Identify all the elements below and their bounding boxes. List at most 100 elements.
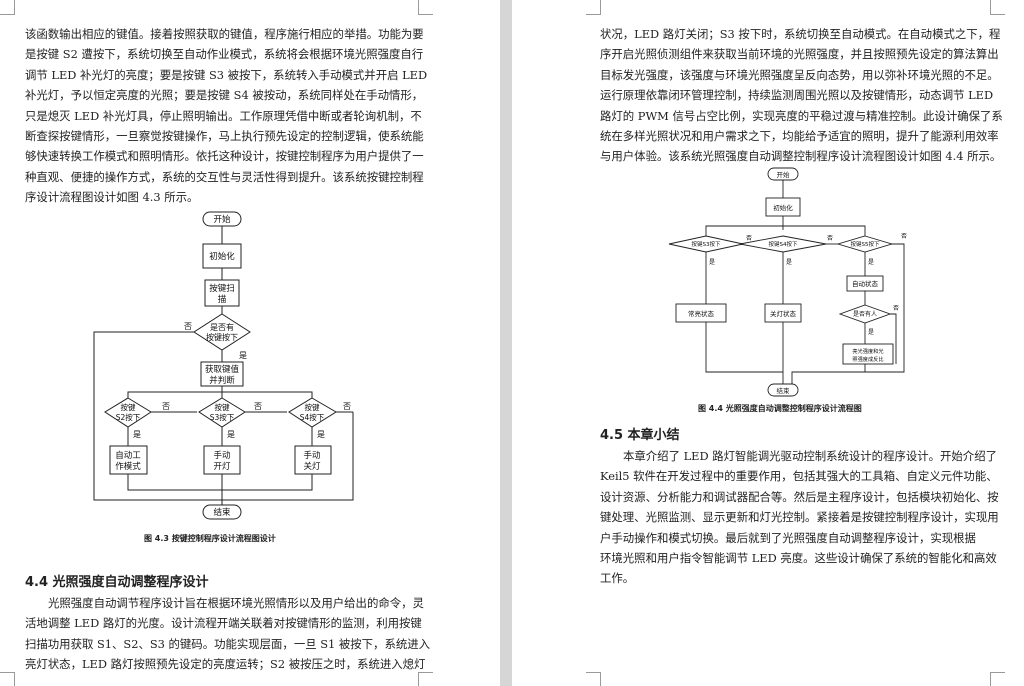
crop-mark [0, 0, 15, 15]
flow-branch-line [127, 391, 313, 398]
crop-mark [586, 0, 601, 15]
node-getkey-label: 并判断 [209, 375, 235, 386]
s5-decision [836, 235, 894, 253]
s4-decision [288, 397, 337, 428]
branch-yes-label: 是 [239, 351, 247, 360]
text-line: 与用户体验。该系统光照强度自动调整控制程序设计流程图设计如图 4.4 所示。 [600, 149, 1002, 164]
node-pressed-label: 是否有 [210, 322, 234, 332]
init-process [202, 243, 242, 269]
flowchart-4-3: 开始 初始化 按键扫 描 是否有 按键按下 获取键值 并判断 按键 S2按下 按… [93, 211, 354, 520]
end-terminal [767, 383, 799, 397]
branch-yes-label: 是 [868, 329, 874, 336]
node-person-label: 是否有人 [853, 310, 877, 318]
text-line: 该函数输出相应的键值。接着按照获取的键值，程序施行相应的举措。功能为要 [25, 27, 424, 41]
auto-mode-process [109, 445, 148, 475]
node-manual-on-label: 开灯 [213, 461, 231, 472]
node-s5-label: 按键S5按下 [851, 240, 880, 248]
flow-branch-line [705, 225, 866, 236]
crop-mark [990, 672, 1005, 686]
branch-no-label: 否 [254, 402, 262, 411]
node-s4-label: 按键 [305, 402, 320, 412]
init-process [765, 197, 801, 217]
crop-mark [418, 672, 433, 686]
node-scan-label: 描 [218, 294, 227, 305]
text-line: 本章介绍了 LED 路灯智能调光驱动控制系统设计的程序设计。开始介绍了 [623, 449, 997, 463]
node-end-label: 结束 [777, 386, 791, 395]
s4-decision [739, 235, 827, 253]
node-end-label: 结束 [213, 507, 231, 518]
branch-yes-label: 是 [227, 430, 235, 439]
node-off-label: 关灯状态 [770, 309, 797, 318]
off-state-process [764, 303, 802, 323]
text-line: 户手动操作和模式切换。最后就到了光照强度自动调整程序设计，实现根据 [600, 530, 976, 545]
start-terminal [767, 167, 799, 181]
node-s3-label: 按键S3按下 [692, 240, 721, 248]
text-line: 序开启光照侦测组件来获取当前环境的光照强度，并且按照预先设定的算法算出 [600, 47, 999, 62]
flow-no-loop-line [93, 331, 354, 501]
scan-process [204, 279, 240, 307]
node-init-label: 初始化 [773, 203, 793, 212]
manual-off-process [294, 445, 332, 475]
node-s2-label: S2按下 [116, 412, 141, 422]
text-line: 光照强度自动调节程序设计旨在根据环境光照情形以及用户给出的命令，灵 [48, 596, 424, 610]
flow-no-line [791, 243, 905, 384]
branch-yes-label: 是 [317, 430, 325, 439]
s3-decision [668, 235, 744, 253]
flow-no-line [890, 313, 897, 364]
branch-no-label: 否 [343, 402, 351, 411]
text-line: 序设计流程图设计如图 4.3 所示。 [25, 190, 199, 205]
crop-mark [0, 672, 15, 686]
node-s2-label: 按键 [121, 402, 136, 412]
crop-mark [990, 0, 1005, 15]
auto-state-process [846, 275, 884, 292]
node-adjust-label: 亮光强度和光 [852, 347, 883, 355]
node-init-label: 初始化 [209, 251, 235, 262]
start-terminal [202, 211, 242, 227]
body-paragraph: 光照强度自动调节程序设计旨在根据环境光照情形以及用户给出的命令，灵 活地调整 L… [25, 593, 430, 675]
text-line: 路灯的 PWM 信号占空比例，实现亮度的平稳过渡与精准控制。此设计确保了系 [600, 108, 1003, 123]
node-manual-on-label: 手动 [213, 450, 231, 461]
text-line: 亮灯状态，LED 路灯按照预先设定的亮度运转；S2 被按压之时，系统进入熄灯 [25, 657, 426, 672]
node-start-label: 开始 [777, 170, 791, 179]
node-adjust-label: 照强度成反比 [852, 355, 883, 363]
manual-on-process [203, 445, 241, 475]
normal-state-process [675, 303, 727, 323]
text-line: 工作。 [600, 571, 635, 586]
end-terminal [202, 504, 242, 520]
text-line: 调节 LED 补光灯的亮度；要是按键 S3 被按下，系统转入手动模式并开启 LE… [25, 67, 428, 82]
text-line: 运行原理依靠闭环管理控制，持续监测周围光照以及按键情形，动态调节 LED [600, 88, 994, 103]
text-line: 补光灯，予以恒定亮度的光照；要是按键 S4 被按动，系统同样处在手动情形， [25, 88, 424, 103]
s2-decision [104, 397, 152, 428]
node-pressed-label: 按键按下 [206, 332, 238, 342]
branch-no-label: 否 [184, 322, 192, 331]
text-line: 只是熄灭 LED 补光灯具，停止照明输出。工作原理凭借中断或者轮询机制，不 [25, 108, 422, 123]
branch-yes-label: 是 [868, 259, 874, 266]
section-title: 4.4 光照强度自动调整程序设计 [25, 575, 209, 590]
s3-decision [198, 397, 246, 428]
flow-merge-line [127, 474, 313, 491]
flow-merge-line [792, 364, 866, 373]
text-line: 键处理、光照监测、显示更新和灯光控制。紧接着是按键控制程序设计，实现用 [600, 510, 999, 525]
node-scan-label: 按键扫 [209, 283, 235, 294]
branch-yes-label: 是 [133, 430, 141, 439]
get-key-process [200, 361, 244, 387]
branch-no-label: 否 [162, 402, 170, 411]
node-auto-label: 自动状态 [852, 279, 879, 288]
node-auto-label: 自动工 [115, 450, 141, 461]
node-auto-label: 作模式 [115, 461, 141, 472]
crop-mark [586, 672, 601, 686]
body-paragraph: 本章介绍了 LED 路灯智能调光驱动控制系统设计的程序设计。开始介绍了 Keil… [600, 446, 999, 589]
text-line: 断查探按键情形，一旦察觉按键操作，马上执行预先设定的控制逻辑，使系统能 [25, 129, 424, 144]
node-getkey-label: 获取键值 [205, 364, 240, 375]
text-line: 够快速转换工作模式和照明情形。依托这种设计，按键控制程序为用户提供了一 [25, 149, 424, 164]
node-start-label: 开始 [213, 214, 231, 225]
text-line: 目标发光强度，该强度与环境光照强度呈反向态势，用以弥补环境光照的不足。 [600, 67, 999, 82]
text-line: 是按键 S2 遭按下，系统切换至自动作业模式，系统将会根据环境光照强度自行 [25, 47, 424, 62]
node-normal-label: 常亮状态 [688, 309, 715, 318]
flow-merge-line [705, 322, 783, 373]
document-page-left: 该函数输出相应的键值。接着按照获取的键值，程序施行相应的举措。功能为要 是按键 … [0, 0, 500, 686]
node-s3-label: S3按下 [210, 412, 235, 422]
branch-no-label: 否 [746, 235, 752, 242]
text-line: 环境光照和用户指令智能调节 LED 亮度。这些设计确保了系统的智能化和高效 [600, 551, 997, 566]
node-s3-label: 按键 [215, 402, 230, 412]
